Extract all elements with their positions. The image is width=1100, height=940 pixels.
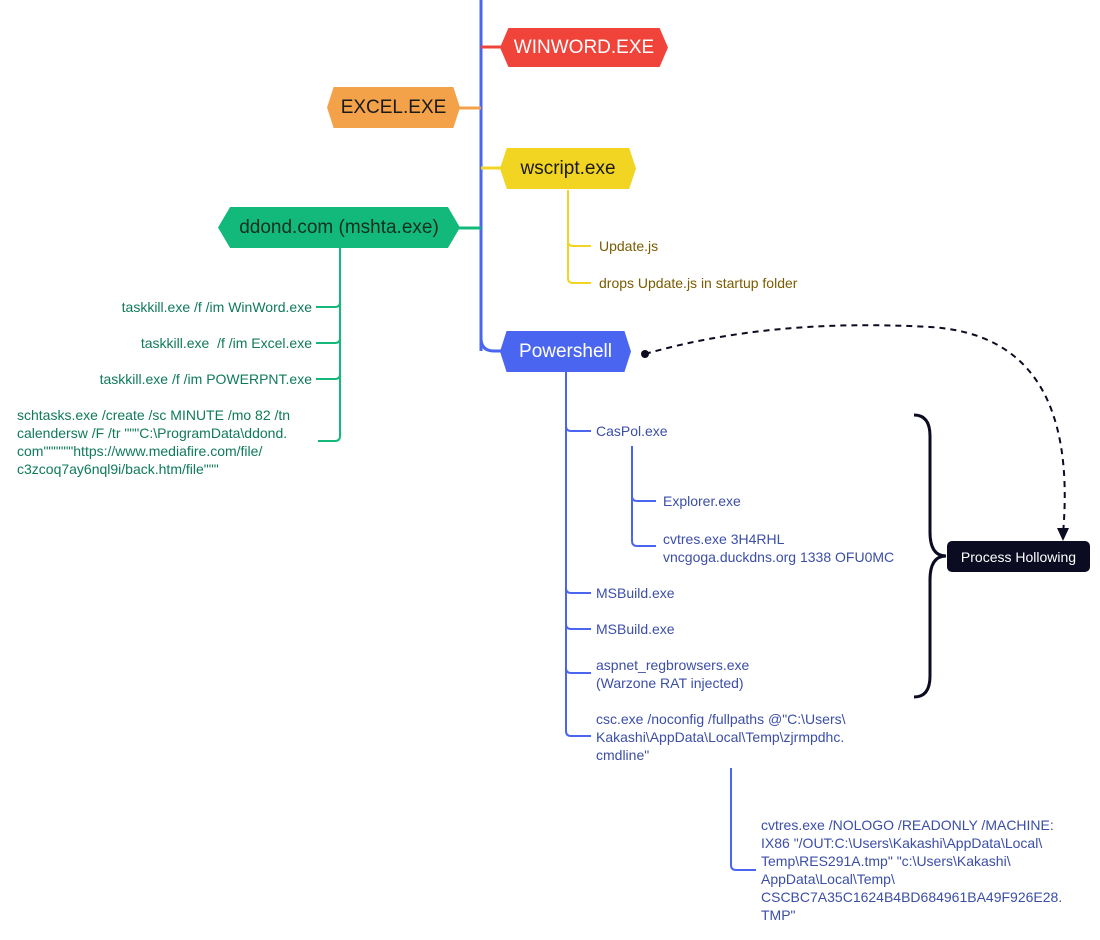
mshta-child-taskkill-winword: taskkill.exe /f /im WinWord.exe — [121, 299, 312, 315]
wscript-child-drops-update: drops Update.js in startup folder — [599, 275, 798, 291]
node-winword-label: WINWORD.EXE — [513, 36, 655, 58]
caspol-branch — [631, 446, 656, 547]
mshta-child-taskkill-powerpnt: taskkill.exe /f /im POWERPNT.exe — [99, 371, 312, 387]
wscript-branch — [567, 190, 591, 284]
link-powershell — [479, 337, 503, 353]
node-wscript: wscript.exe — [500, 148, 636, 189]
mshta-child-taskkill-excel: taskkill.exe /f /im Excel.exe — [140, 335, 312, 351]
caspol-child-cvtres: cvtres.exe 3H4RHL vncgoga.duckdns.org 13… — [663, 531, 895, 565]
node-winword: WINWORD.EXE — [500, 28, 668, 67]
process-hollowing-label: Process Hollowing — [947, 541, 1090, 572]
ps-child-aspnet-regbrowsers: aspnet_regbrowsers.exe (Warzone RAT inje… — [596, 657, 750, 691]
ps-child-msbuild-2: MSBuild.exe — [596, 621, 675, 637]
ps-child-csc: csc.exe /noconfig /fullpaths @"C:\Users\… — [596, 711, 846, 763]
mshta-branch — [316, 248, 341, 442]
node-powershell-label: Powershell — [519, 340, 612, 362]
node-powershell: Powershell — [500, 331, 631, 372]
ps-child-msbuild-1: MSBuild.exe — [596, 585, 675, 601]
node-excel: EXCEL.EXE — [327, 87, 460, 128]
arrow-head-icon — [1057, 528, 1069, 541]
node-mshta-label: ddond.com (mshta.exe) — [239, 216, 439, 238]
powershell-branch — [565, 371, 591, 737]
node-excel-label: EXCEL.EXE — [340, 96, 447, 118]
csc-branch — [730, 768, 756, 871]
node-mshta: ddond.com (mshta.exe) — [218, 207, 460, 248]
caspol-child-explorer: Explorer.exe — [663, 493, 741, 509]
node-wscript-label: wscript.exe — [520, 157, 616, 179]
mshta-child-schtasks: schtasks.exe /create /sc MINUTE /mo 82 /… — [17, 407, 291, 477]
wscript-child-update-js: Update.js — [599, 238, 659, 254]
csc-child-cvtres: cvtres.exe /NOLOGO /READONLY /MACHINE: I… — [761, 817, 1063, 923]
curly-brace-icon — [913, 413, 947, 699]
ps-child-caspol: CasPol.exe — [596, 423, 668, 439]
dashed-arrow — [644, 324, 1066, 535]
